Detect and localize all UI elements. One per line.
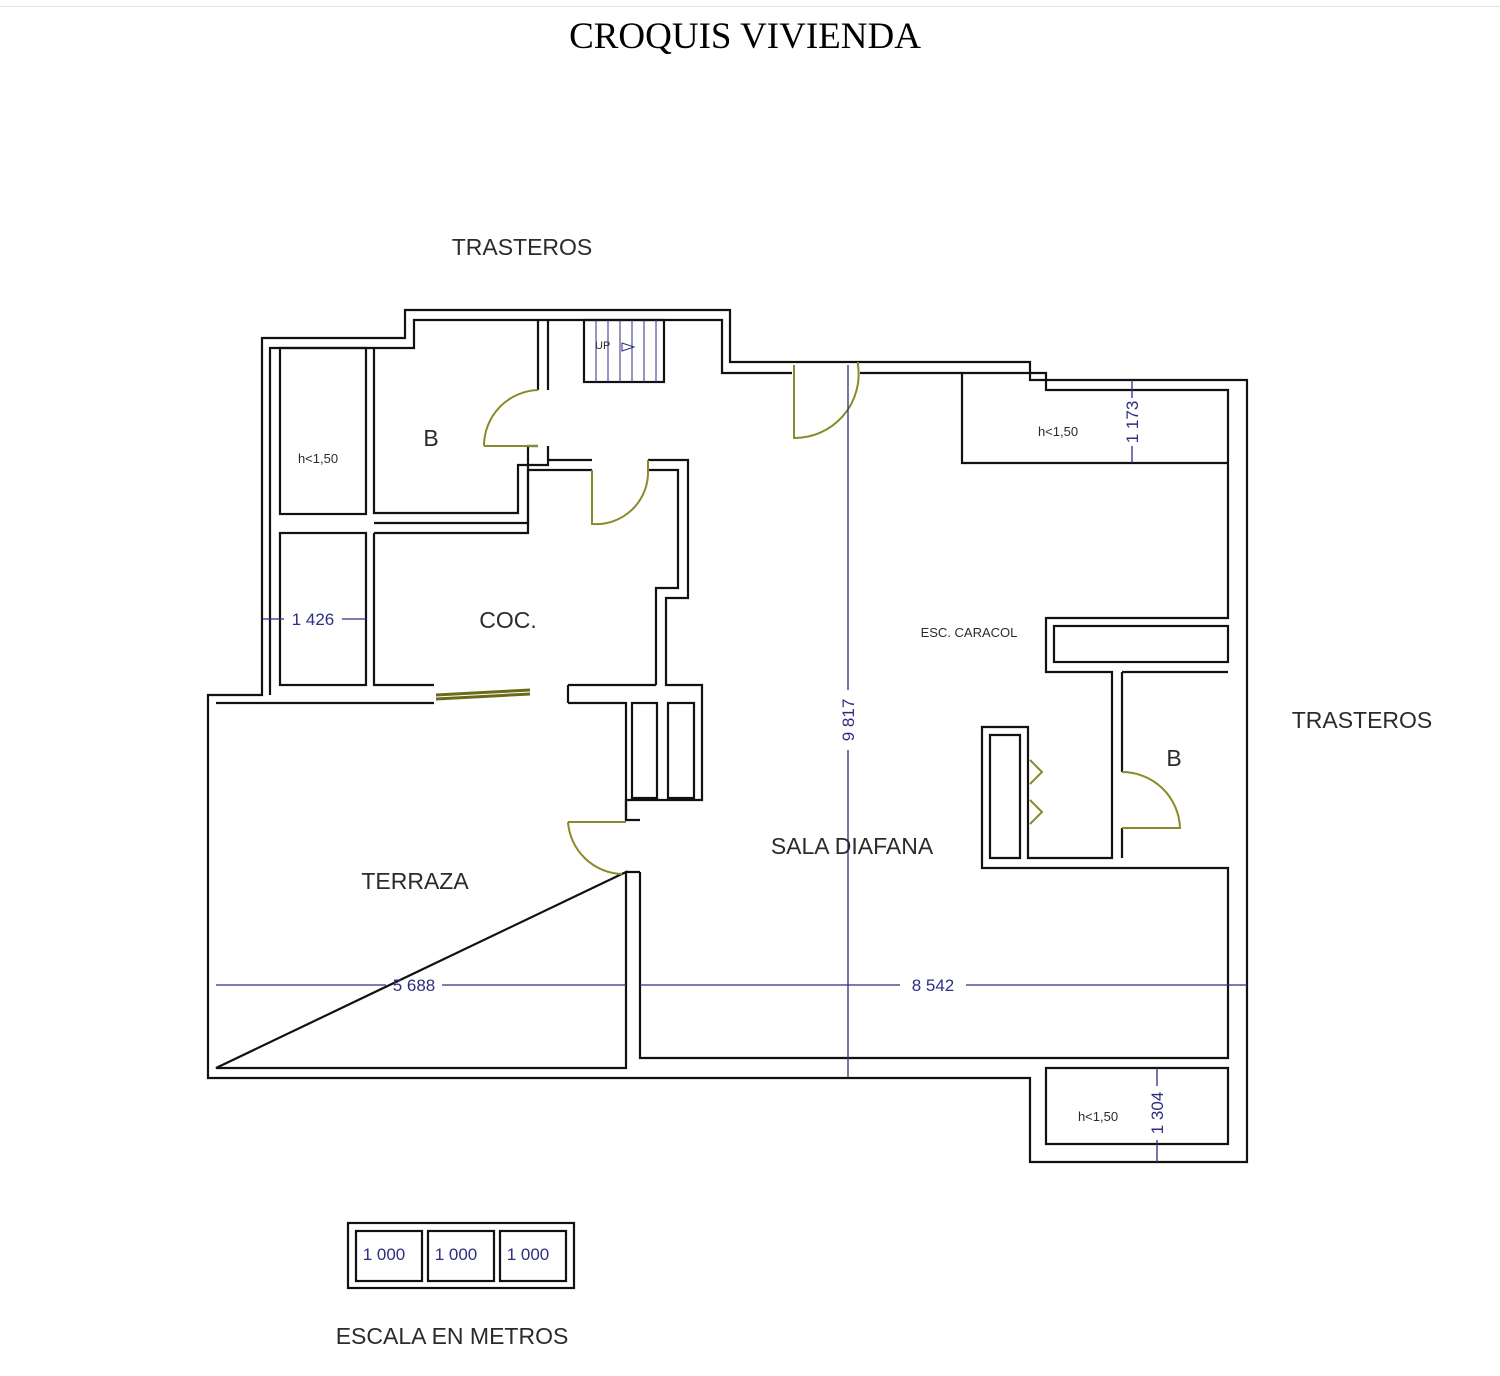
- outer-wall: [206, 308, 1249, 1164]
- storage-top-right-height-label: h<1,50: [1038, 424, 1078, 439]
- outer-wall-inner: [215, 701, 628, 1070]
- bath-right-label: B: [1166, 745, 1181, 771]
- trasteros-right-label: TRASTEROS: [1292, 707, 1433, 733]
- dim-1426: 1 426: [292, 610, 335, 629]
- scale-segment-3: [498, 1229, 568, 1283]
- scale-label-2: 1 000: [435, 1245, 478, 1264]
- plan-title: CROQUIS VIVIENDA: [569, 16, 921, 57]
- storage-left-lower: [278, 531, 368, 687]
- kitchen-cabinet-1: [630, 701, 659, 800]
- bath-top-walls: [372, 320, 550, 525]
- bath-top-label: B: [423, 425, 438, 451]
- inner-perimeter-right: [638, 371, 1230, 1060]
- storage-bottom-right-height-label: h<1,50: [1078, 1109, 1118, 1124]
- kitchen-walls: [372, 458, 704, 874]
- scale-bar: 1 000 1 000 1 000: [346, 1221, 576, 1290]
- dimension-lines: [216, 365, 1247, 1162]
- scale-label-1: 1 000: [363, 1245, 406, 1264]
- stair-up-label: UP: [595, 340, 610, 352]
- scale-bar-frame: [346, 1221, 576, 1290]
- dim-8542: 8 542: [912, 976, 955, 995]
- page-top-rule: [0, 6, 1500, 7]
- door-swings: [435, 362, 1182, 875]
- scale-segment-2: [426, 1229, 496, 1283]
- storage-left-height-label: h<1,50: [298, 451, 338, 466]
- scale-segment-1: [354, 1229, 424, 1283]
- wall-right-upper: [268, 318, 962, 695]
- kitchen-label: COC.: [479, 607, 537, 633]
- dim-1304: 1 304: [1148, 1092, 1167, 1135]
- esc-caracol-label: ESC. CARACOL: [921, 625, 1018, 640]
- storage-bottom-right: [1044, 1066, 1230, 1146]
- storage-left: [278, 346, 368, 516]
- dim-1173: 1 173: [1123, 401, 1142, 444]
- esc-caracol-block: [1052, 624, 1230, 664]
- bath-right-walls: [988, 670, 1228, 860]
- scale-label-3: 1 000: [507, 1245, 550, 1264]
- dim-9817: 9 817: [839, 699, 858, 742]
- dim-5688: 5 688: [393, 976, 436, 995]
- kitchen-cabinet-2: [666, 701, 696, 800]
- stair-steps: [595, 320, 657, 382]
- scale-caption: ESCALA EN METROS: [336, 1323, 569, 1349]
- stair-box: [582, 318, 666, 384]
- terraza-label: TERRAZA: [361, 868, 469, 894]
- trasteros-top-label: TRASTEROS: [452, 234, 593, 260]
- sala-label: SALA DIAFANA: [771, 833, 934, 859]
